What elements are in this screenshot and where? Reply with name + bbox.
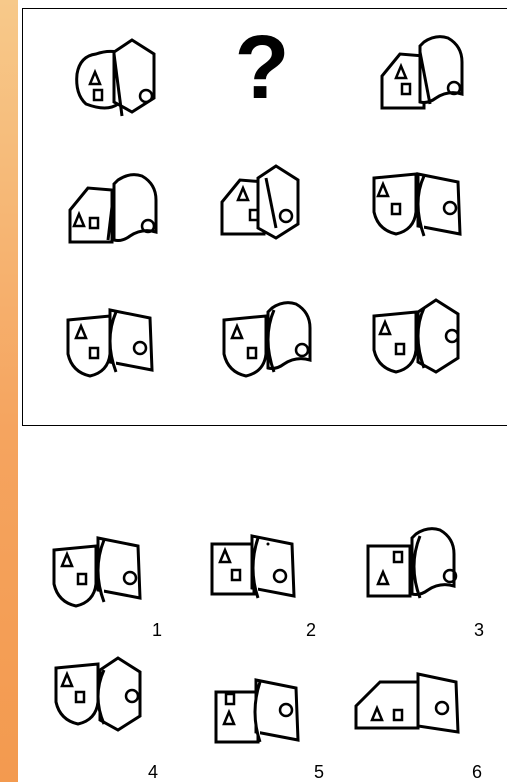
matrix-figure-r2c1: [62, 168, 166, 258]
missing-figure-question-mark: ?: [222, 18, 302, 118]
answer-option-2-label: 2: [306, 620, 316, 640]
matrix-figure-r3c3: [370, 298, 474, 382]
answer-option-5-label: 5: [314, 762, 324, 782]
answer-option-1-label: 1: [152, 620, 162, 640]
answer-option-6-label: 6: [472, 762, 482, 782]
matrix-figure-r2c2: [214, 164, 318, 248]
matrix-figure-r1c1: [72, 38, 176, 122]
answer-option-4-figure[interactable]: [52, 656, 162, 740]
matrix-figure-r2c3: [370, 166, 474, 250]
answer-option-1-figure[interactable]: [50, 530, 160, 614]
answer-option-4-label: 4: [148, 762, 158, 782]
matrix-figure-r3c2: [220, 302, 324, 386]
answer-option-6-figure[interactable]: [352, 668, 472, 752]
answer-option-3-label: 3: [474, 620, 484, 640]
matrix-figure-r3c1: [64, 304, 168, 388]
answer-option-2-figure[interactable]: [208, 530, 318, 614]
matrix-figure-r1c3: [374, 36, 478, 120]
answer-option-5-figure[interactable]: [212, 676, 322, 760]
answer-option-3-figure[interactable]: [364, 528, 474, 612]
decorative-side-bar: [0, 0, 18, 782]
